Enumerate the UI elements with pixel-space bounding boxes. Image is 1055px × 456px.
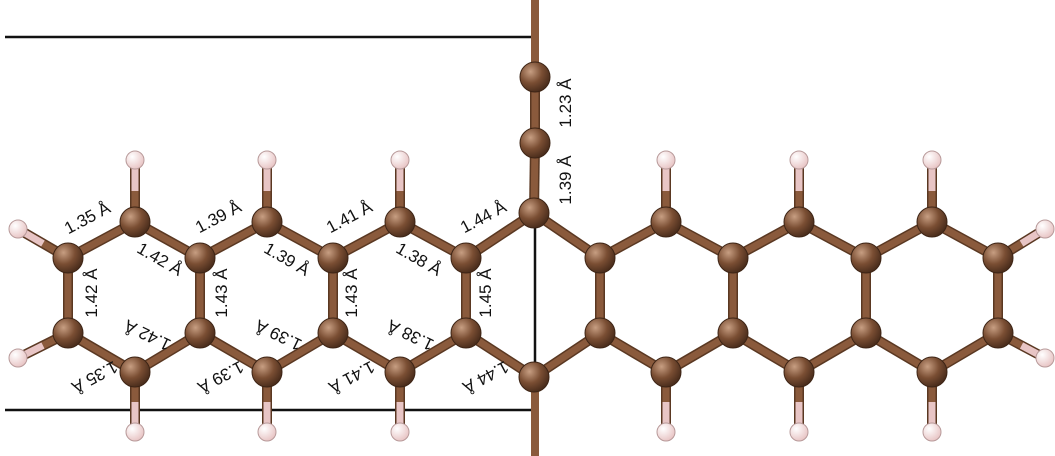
bond-label-inner-bottom-2: 1.39 Å <box>252 315 305 354</box>
hydrogen-atom <box>1035 219 1055 239</box>
bond-label-vertical-end: 1.42 Å <box>82 268 101 318</box>
carbon-atom <box>519 127 551 159</box>
carbon-atom <box>251 206 283 238</box>
bond-label-top-c3c4: 1.39 Å <box>192 197 245 237</box>
bond-label-single-to-chain: 1.39 Å <box>556 155 575 205</box>
carbon-atom <box>783 356 815 388</box>
carbon-atom <box>52 242 84 274</box>
carbon-atom <box>450 317 482 349</box>
bond-label-bottom-c1c2: 1.35 Å <box>68 357 121 397</box>
hydrogen-atom <box>789 150 809 170</box>
carbon-atom <box>518 361 550 393</box>
carbon-atom <box>184 317 216 349</box>
hydrogen-atom <box>789 422 809 442</box>
bond-label-bottom-c5c6: 1.41 Å <box>325 357 378 397</box>
carbon-atom <box>783 206 815 238</box>
carbon-atom <box>251 356 283 388</box>
carbon-atom <box>717 242 749 274</box>
hydrogen-atom <box>390 422 410 442</box>
bond-label-vertical-ring3: 1.45 Å <box>476 268 495 318</box>
carbon-atom <box>982 242 1014 274</box>
carbon-atom <box>717 317 749 349</box>
carbon-atom <box>52 317 84 349</box>
bond-label-bottom-c7-central: 1.44 Å <box>459 357 512 397</box>
hydrogen-atom <box>656 150 676 170</box>
carbon-atom <box>384 206 416 238</box>
hydrogen-atom <box>656 422 676 442</box>
carbon-atom <box>584 242 616 274</box>
carbon-atom <box>982 317 1014 349</box>
carbon-atom <box>119 356 151 388</box>
hydrogen-atom <box>922 150 942 170</box>
carbon-atom <box>584 317 616 349</box>
carbon-atom <box>650 206 682 238</box>
carbon-atom <box>518 197 550 229</box>
atom-layer <box>8 61 1055 442</box>
hydrogen-atom <box>8 219 28 239</box>
hydrogen-atom <box>922 422 942 442</box>
carbon-atom <box>850 242 882 274</box>
bond-label-vertical-ring2: 1.43 Å <box>342 268 361 318</box>
carbon-atom <box>650 356 682 388</box>
bond-label-inner-bottom-3: 1.38 Å <box>384 315 437 354</box>
carbon-atom <box>916 206 948 238</box>
bond-label-inner-bottom-1: 1.42 Å <box>121 315 174 354</box>
bond-label-triple-bond: 1.23 Å <box>556 78 575 128</box>
carbon-atom <box>519 61 551 93</box>
hydrogen-atom <box>257 422 277 442</box>
bond-label-top-c5c6: 1.41 Å <box>323 197 376 237</box>
carbon-atom <box>384 356 416 388</box>
carbon-atom <box>916 356 948 388</box>
carbon-atom <box>317 242 349 274</box>
hydrogen-atom <box>257 150 277 170</box>
hydrogen-atom <box>390 150 410 170</box>
carbon-atom <box>850 317 882 349</box>
hydrogen-atom <box>1035 348 1055 368</box>
hydrogen-atom <box>8 348 28 368</box>
carbon-atom <box>184 242 216 274</box>
hydrogen-atom <box>125 150 145 170</box>
hydrogen-atom <box>125 422 145 442</box>
bond-label-bottom-c3c4: 1.39 Å <box>194 357 247 397</box>
carbon-atom <box>119 206 151 238</box>
carbon-atom <box>317 317 349 349</box>
carbon-atom <box>450 242 482 274</box>
bond-label-vertical-ring1: 1.43 Å <box>212 268 231 318</box>
